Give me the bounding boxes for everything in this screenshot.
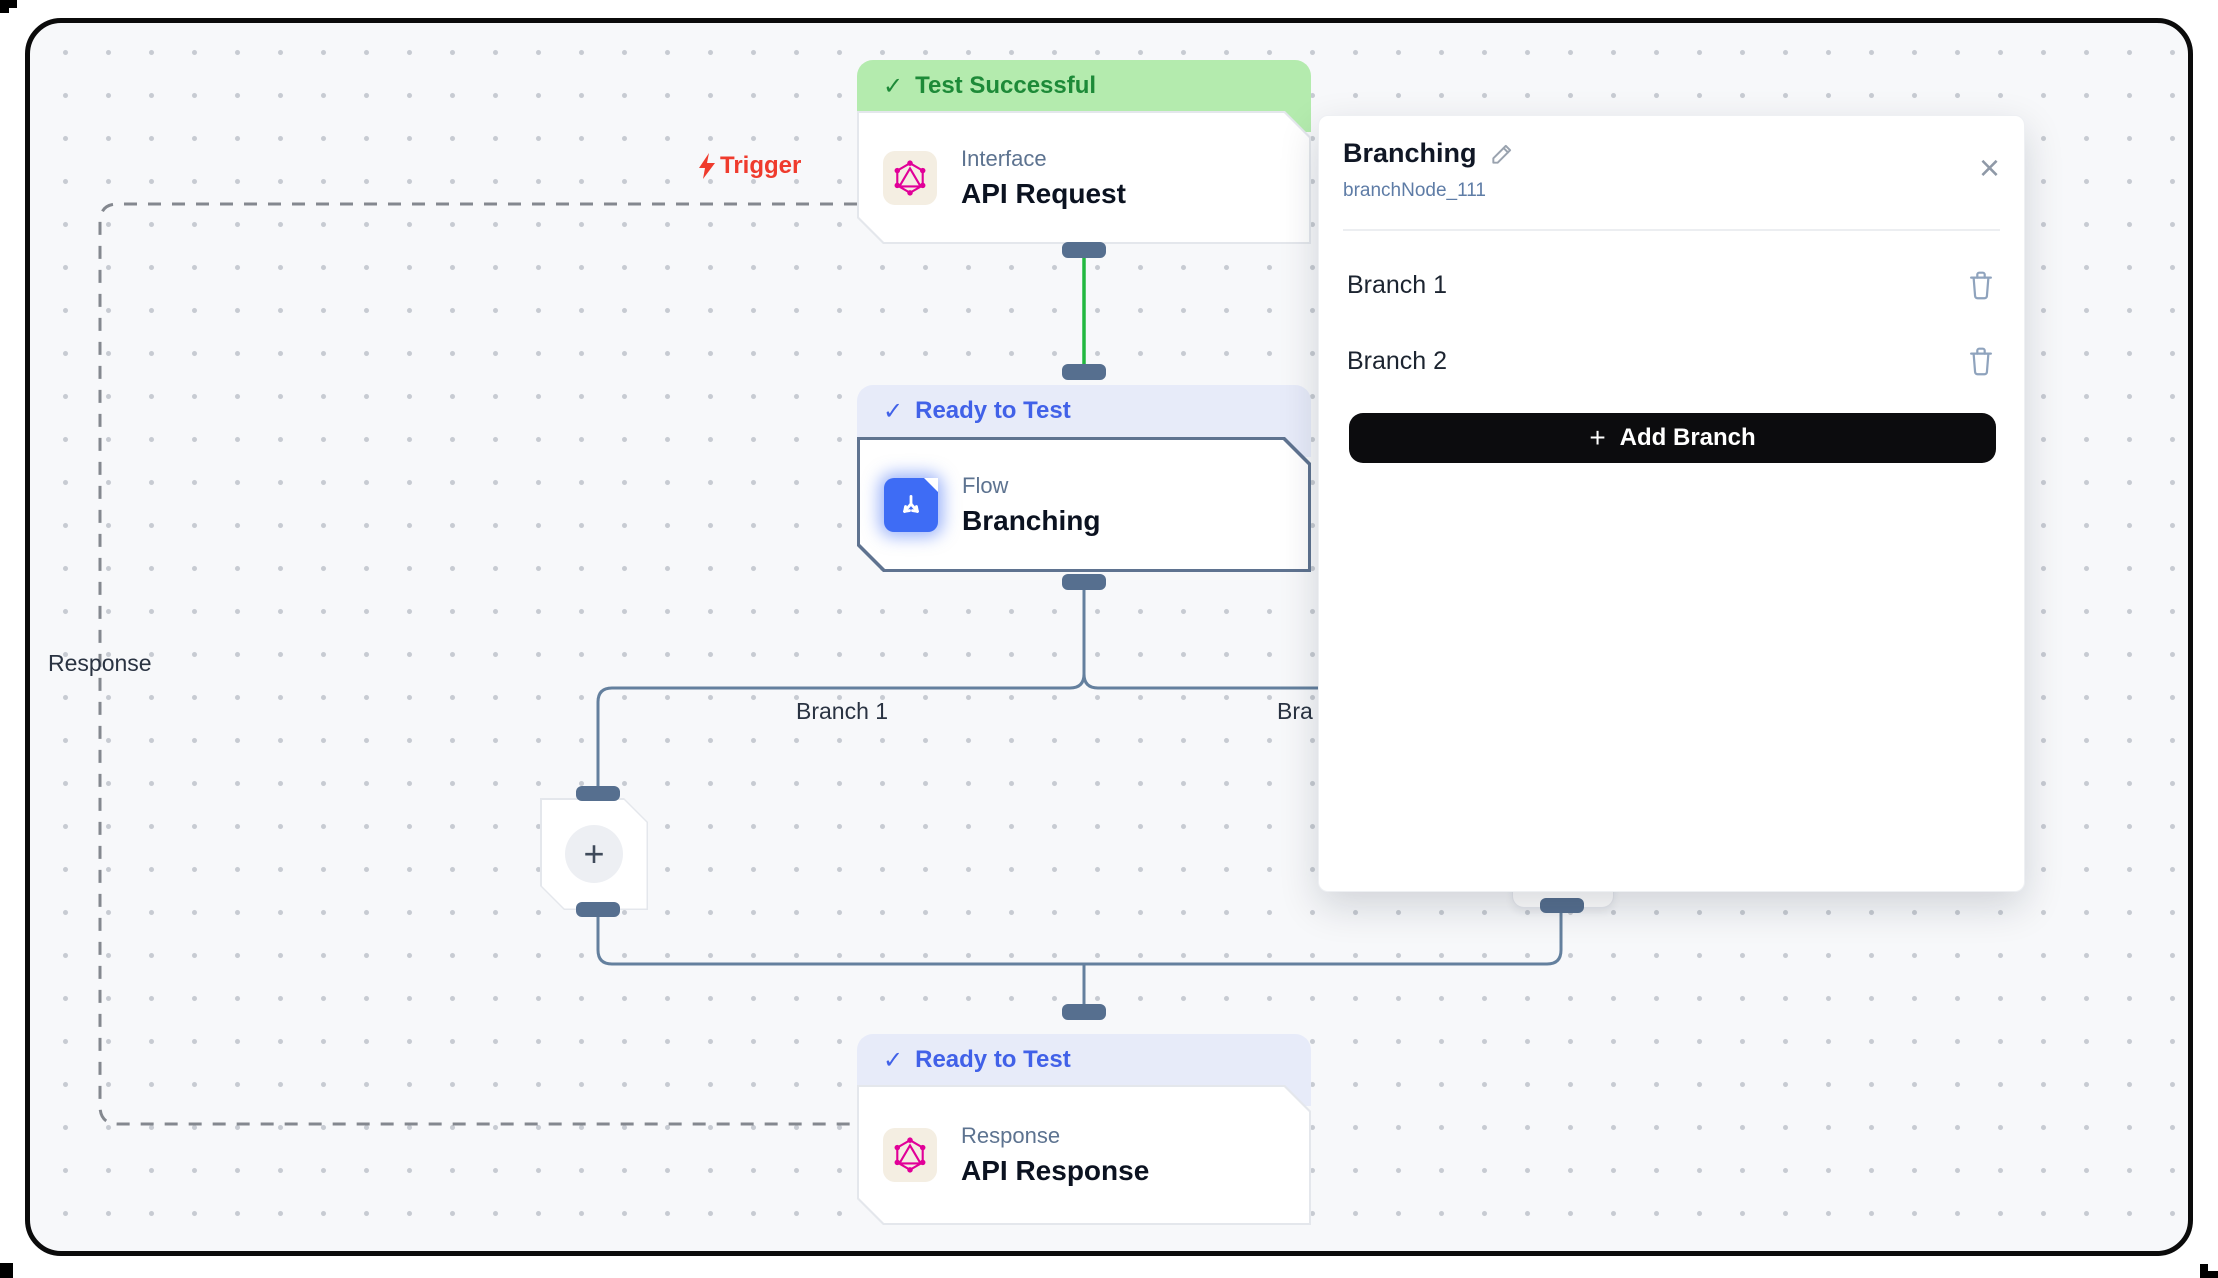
- add-step-node[interactable]: +: [540, 798, 648, 910]
- plus-icon[interactable]: +: [565, 825, 623, 883]
- branching-config-panel: Branching × branchNode_111 Branch 1 Bran…: [1318, 115, 2025, 892]
- branch-name: Branch 1: [1347, 270, 1448, 299]
- add-step-input-handle[interactable]: [576, 786, 620, 801]
- trash-icon[interactable]: [1966, 269, 1996, 301]
- crop-mark: [0, 0, 9, 13]
- trash-icon[interactable]: [1966, 345, 1996, 377]
- api-request-title: API Request: [961, 177, 1126, 209]
- edit-pencil-icon[interactable]: [1489, 141, 1515, 167]
- branch2-edge-label: Bra: [1277, 698, 1313, 724]
- branching-status-text: Ready to Test: [915, 397, 1071, 424]
- branching-kicker: Flow: [962, 472, 1009, 498]
- branching-title: Branching: [962, 504, 1101, 536]
- api-request-kicker: Interface: [961, 145, 1047, 171]
- crop-mark: [0, 1263, 13, 1278]
- add-branch-button[interactable]: + Add Branch: [1349, 413, 1996, 463]
- plus-icon: +: [1589, 422, 1606, 453]
- branching-input-handle[interactable]: [1062, 364, 1106, 380]
- branching-node[interactable]: Flow Branching: [857, 437, 1311, 572]
- check-icon: ✓: [883, 398, 904, 425]
- check-icon: ✓: [883, 73, 904, 100]
- add-branch-label: Add Branch: [1619, 424, 1756, 451]
- lightning-bolt-icon: [699, 153, 715, 179]
- api-response-kicker: Response: [961, 1123, 1061, 1148]
- branch-name: Branch 2: [1347, 346, 1448, 375]
- branch-flow-icon: [884, 478, 938, 532]
- crop-mark: [2200, 1271, 2218, 1278]
- branch-row: Branch 1: [1347, 266, 1996, 304]
- response-edge-label: Response: [48, 650, 152, 676]
- api-request-output-handle[interactable]: [1062, 242, 1106, 258]
- api-response-status-text: Ready to Test: [915, 1046, 1071, 1073]
- branching-output-handle[interactable]: [1062, 574, 1106, 590]
- api-request-node[interactable]: Interface API Request: [857, 111, 1311, 244]
- graphql-icon: [883, 151, 937, 205]
- trigger-label: Trigger: [696, 152, 801, 180]
- panel-subtitle: branchNode_111: [1343, 180, 1486, 201]
- graphql-icon: [883, 1128, 937, 1182]
- trigger-text: Trigger: [720, 152, 802, 179]
- api-response-title: API Response: [961, 1155, 1150, 1186]
- close-icon[interactable]: ×: [1978, 147, 2000, 188]
- panel-divider: [1343, 229, 2000, 231]
- api-response-node[interactable]: Response API Response: [857, 1085, 1311, 1225]
- check-icon: ✓: [883, 1047, 904, 1074]
- add-step-output-handle[interactable]: [576, 902, 620, 917]
- api-response-input-handle[interactable]: [1062, 1004, 1106, 1020]
- panel-title: Branching: [1343, 138, 1477, 168]
- branch1-edge-label: Branch 1: [796, 698, 889, 724]
- branch-row: Branch 2: [1347, 342, 1996, 380]
- api-request-status-text: Test Successful: [915, 72, 1097, 99]
- hidden-branch2-output-handle[interactable]: [1540, 898, 1584, 913]
